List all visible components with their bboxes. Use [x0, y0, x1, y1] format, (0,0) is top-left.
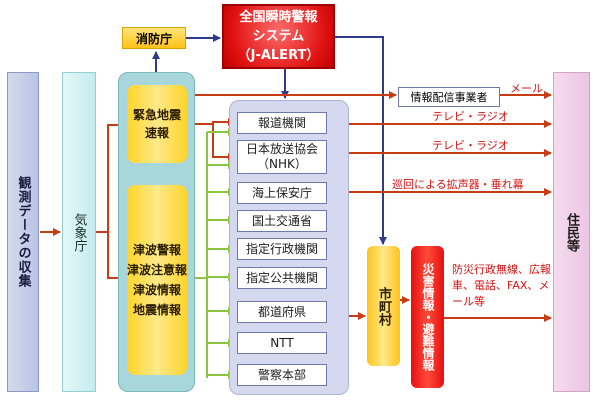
municipality-box: 市町村: [367, 246, 400, 366]
org-ntt: NTT: [237, 332, 327, 354]
org-press: 報道機関: [237, 112, 327, 134]
arrow-jalert-to-municipality: [335, 36, 387, 245]
tv-radio-label-press: テレビ・ラジオ: [432, 110, 509, 123]
disaster-evacuation-info-box: 災害情報・避難情報: [411, 246, 444, 388]
org-prefecture: 都道府県: [237, 301, 327, 323]
tsunami-info-label: 津波情報: [132, 283, 181, 297]
arrow-jma-to-eew: [96, 121, 126, 233]
org-designated-administrative: 指定行政機関: [237, 238, 327, 260]
jalert-system-box: 全国瞬時警報 システム （J-ALERT）: [222, 4, 335, 69]
eew-line-1: 緊急地震: [132, 108, 181, 122]
arrow-eew-to-nhk: [212, 124, 236, 161]
jalert-line-2: システム: [252, 29, 305, 44]
jalert-line-1: 全国瞬時警報: [239, 10, 318, 25]
earthquake-early-warning-card: 緊急地震 速報: [127, 85, 187, 163]
residents-box: 住民等: [553, 72, 590, 392]
observation-data-box: 観測データの収集: [7, 72, 39, 392]
tsunami-warning-label: 津波警報: [132, 243, 181, 257]
eew-line-2: 速報: [144, 126, 169, 140]
coast-guard-channel-label: 巡回による拡声器・垂れ幕: [392, 178, 524, 191]
info-distributor-box: 情報配信事業者: [398, 87, 500, 107]
mail-channel-label: メール: [510, 82, 543, 95]
org-nhk: 日本放送協会 （NHK）: [237, 140, 327, 174]
org-mlit: 国土交通省: [237, 210, 327, 232]
fdma-box: 消防庁: [122, 27, 186, 49]
org-coast-guard: 海上保安庁: [237, 182, 327, 204]
tv-radio-label-nhk: テレビ・ラジオ: [432, 139, 509, 152]
jalert-line-3: （J-ALERT）: [237, 48, 320, 63]
org-police: 警察本部: [237, 364, 327, 386]
tsunami-information-card: 津波警報 津波注意報 津波情報 地震情報: [127, 185, 187, 375]
jma-box: 気象庁: [62, 72, 96, 392]
earthquake-info-label: 地震情報: [132, 303, 181, 317]
arrow-eew-to-press: [187, 118, 236, 126]
municipal-channels-label: 防災行政無線、広報車、電話、FAX、メール等: [452, 263, 551, 308]
tsunami-advisory-label: 津波注意報: [127, 263, 188, 277]
org-designated-public: 指定公共機関: [237, 267, 327, 289]
